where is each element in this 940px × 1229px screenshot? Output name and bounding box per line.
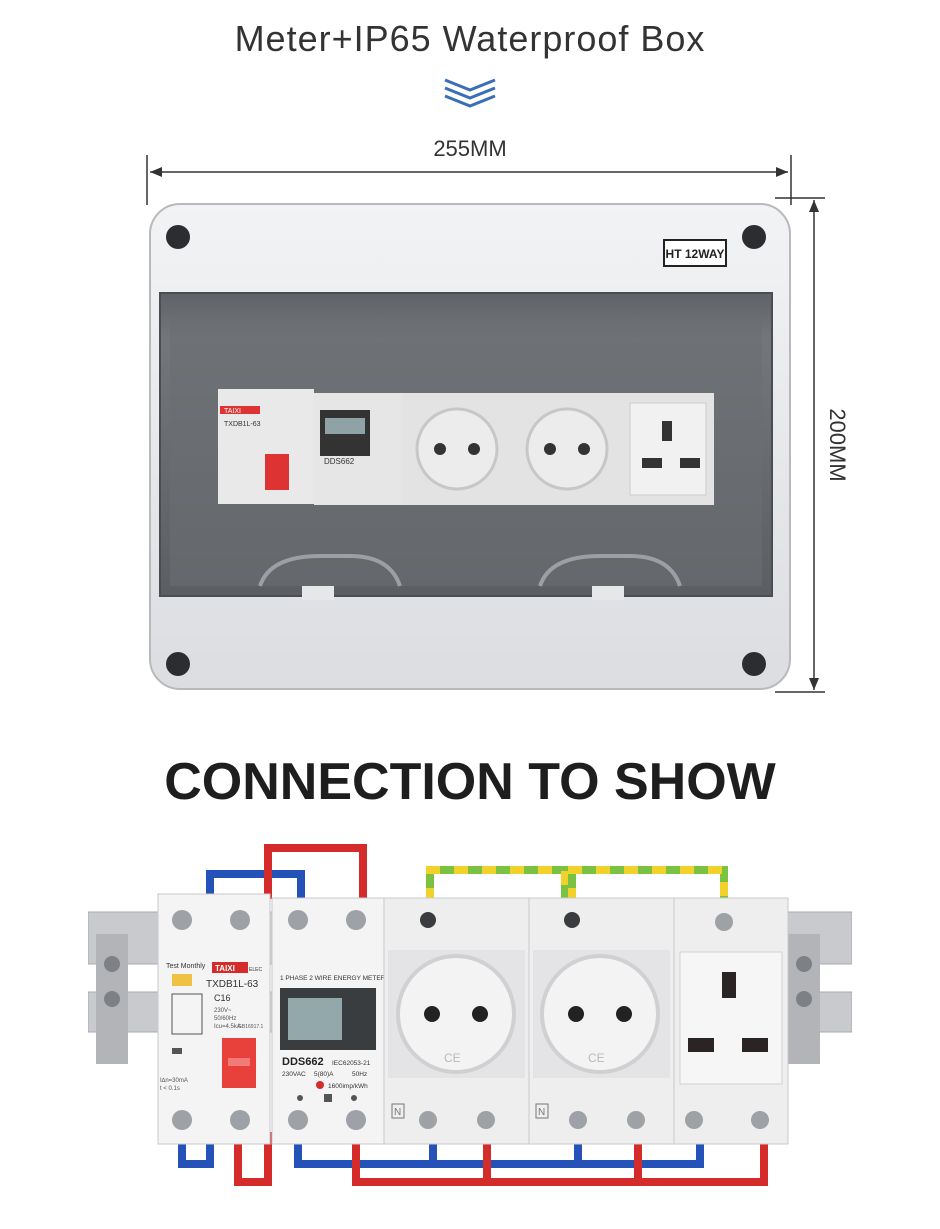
rcbo-module: Test Monthly TAIXI ELEC TXDB1L-63 C16 23…: [157, 893, 271, 1145]
energy-meter-module: 1 PHASE 2 WIRE ENERGY METER DDS662 IEC62…: [271, 897, 386, 1145]
connection-title: CONNECTION TO SHOW: [164, 753, 776, 811]
svg-text:t < 0.1s: t < 0.1s: [160, 1086, 180, 1092]
svg-text:N: N: [394, 1107, 401, 1118]
svg-text:GB16917.1: GB16917.1: [238, 1024, 264, 1030]
svg-text:C16: C16: [214, 993, 231, 1003]
box-badge: [663, 239, 727, 267]
svg-text:N: N: [538, 1107, 545, 1118]
screw-top-left: [166, 225, 190, 249]
svg-text:CE: CE: [444, 1051, 461, 1065]
screw-bottom-right: [742, 652, 766, 676]
svg-text:I∆n=30mA: I∆n=30mA: [160, 1077, 188, 1084]
waterproof-box: HT 12WAY TAIXI TXDB1L-63 DDS662: [149, 203, 791, 690]
wire-ground-2: [568, 866, 728, 902]
svg-text:Test Monthly: Test Monthly: [166, 963, 206, 970]
socket-module-1: CE N: [383, 897, 530, 1145]
svg-text:230VAC: 230VAC: [282, 1071, 306, 1078]
svg-text:Icu=4.5kA: Icu=4.5kA: [214, 1024, 241, 1030]
width-dimension-label: 255MM: [433, 136, 507, 161]
wire-red-bottom-4: [634, 1132, 768, 1186]
screw-bottom-left: [166, 652, 190, 676]
connection-diagram: Test Monthly TAIXI ELEC TXDB1L-63 C16 23…: [88, 844, 852, 1186]
svg-text:1600imp/kWh: 1600imp/kWh: [328, 1083, 368, 1090]
wire-blue-bottom-1: [178, 1132, 214, 1168]
svg-text:50/60Hz: 50/60Hz: [214, 1016, 236, 1022]
svg-text:CE: CE: [588, 1051, 605, 1065]
svg-text:DDS662: DDS662: [282, 1056, 324, 1068]
svg-text:230V~: 230V~: [214, 1008, 232, 1014]
height-dimension-line: [775, 197, 825, 693]
svg-text:IEC62053-21: IEC62053-21: [332, 1060, 371, 1067]
svg-text:DDS662: DDS662: [324, 457, 355, 466]
svg-text:1 PHASE 2 WIRE ENERGY METER: 1 PHASE 2 WIRE ENERGY METER: [280, 975, 386, 982]
box-badge-text: HT 12WAY: [666, 247, 725, 261]
universal-socket-module: [673, 897, 789, 1145]
page-title: Meter+IP65 Waterproof Box: [234, 18, 706, 59]
wire-blue-top: [206, 870, 305, 899]
wire-red-bottom-1: [234, 1132, 272, 1186]
svg-text:5(80)A: 5(80)A: [314, 1071, 334, 1078]
svg-text:ELEC: ELEC: [249, 967, 262, 973]
screw-top-right: [742, 225, 766, 249]
svg-text:TAIXI: TAIXI: [224, 408, 241, 415]
width-dimension-line: [146, 155, 792, 205]
svg-text:50Hz: 50Hz: [352, 1071, 367, 1078]
svg-text:TXDB1L-63: TXDB1L-63: [206, 979, 259, 990]
chevron-down-icon: [444, 78, 496, 108]
svg-text:TAIXI: TAIXI: [215, 964, 235, 973]
wire-red-top: [264, 844, 367, 899]
svg-text:TXDB1L-63: TXDB1L-63: [224, 421, 261, 428]
wire-ground-1: [426, 866, 569, 902]
socket-module-2: CE N: [528, 897, 675, 1145]
